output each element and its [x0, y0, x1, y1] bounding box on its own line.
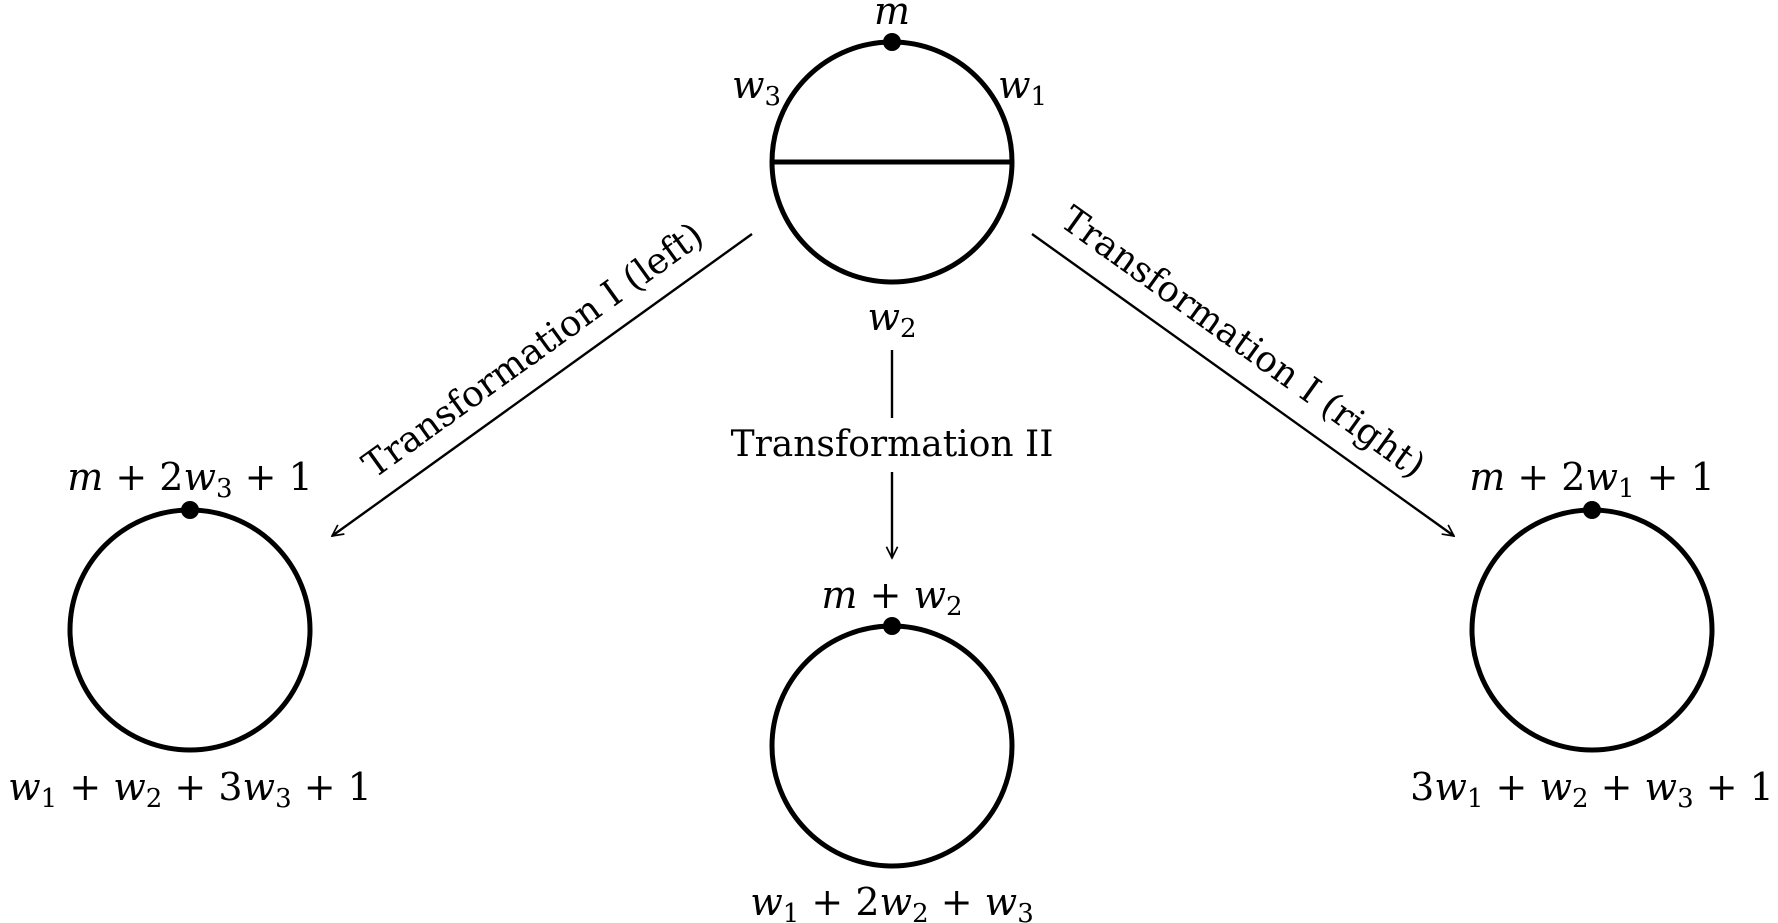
top-left-weight-label: w3​	[732, 63, 781, 112]
middle-result-circle	[769, 623, 1015, 869]
top-vertex-label: m	[874, 0, 910, 33]
middle-result-graph: m + w2​ w1​ + 2w2​ + w3​	[750, 573, 1033, 923]
middle-transformation-label: Transformation II	[731, 424, 1054, 465]
right-result-vertex-label: m + 2w1​ + 1	[1469, 455, 1715, 504]
top-right-weight-label: w1​	[998, 63, 1047, 112]
middle-result-vertex	[883, 617, 901, 635]
right-arrow	[1031, 233, 1454, 536]
left-transformation: Transformation I (left)	[332, 215, 753, 536]
right-result-circle	[1469, 507, 1715, 753]
left-result-graph: m + 2w3​ + 1 w1​ + w2​ + 3w3​ + 1	[8, 455, 372, 814]
top-bottom-weight-label: w2​	[867, 295, 916, 344]
left-result-weight-label: w1​ + w2​ + 3w3​ + 1	[8, 765, 372, 814]
right-transformation-label: Transformation I (right)	[1053, 199, 1433, 487]
left-result-circle	[67, 507, 313, 753]
top-graph: m w3​ w1​ w2​	[732, 0, 1047, 344]
middle-result-weight-label: w1​ + 2w2​ + w3​	[750, 880, 1033, 923]
right-result-weight-label: 3w1​ + w2​ + w3​ + 1	[1410, 765, 1774, 814]
left-arrow	[332, 233, 753, 536]
middle-result-vertex-label: m + w2​	[821, 573, 962, 622]
middle-transformation: Transformation II	[731, 350, 1054, 558]
left-transformation-label: Transformation I (left)	[355, 215, 711, 487]
right-transformation: Transformation I (right)	[1031, 199, 1454, 536]
top-graph-vertex	[883, 33, 901, 51]
right-result-vertex	[1583, 501, 1601, 519]
left-result-vertex	[181, 501, 199, 519]
left-result-vertex-label: m + 2w3​ + 1	[67, 455, 313, 504]
right-result-graph: m + 2w1​ + 1 3w1​ + w2​ + w3​ + 1	[1410, 455, 1774, 814]
